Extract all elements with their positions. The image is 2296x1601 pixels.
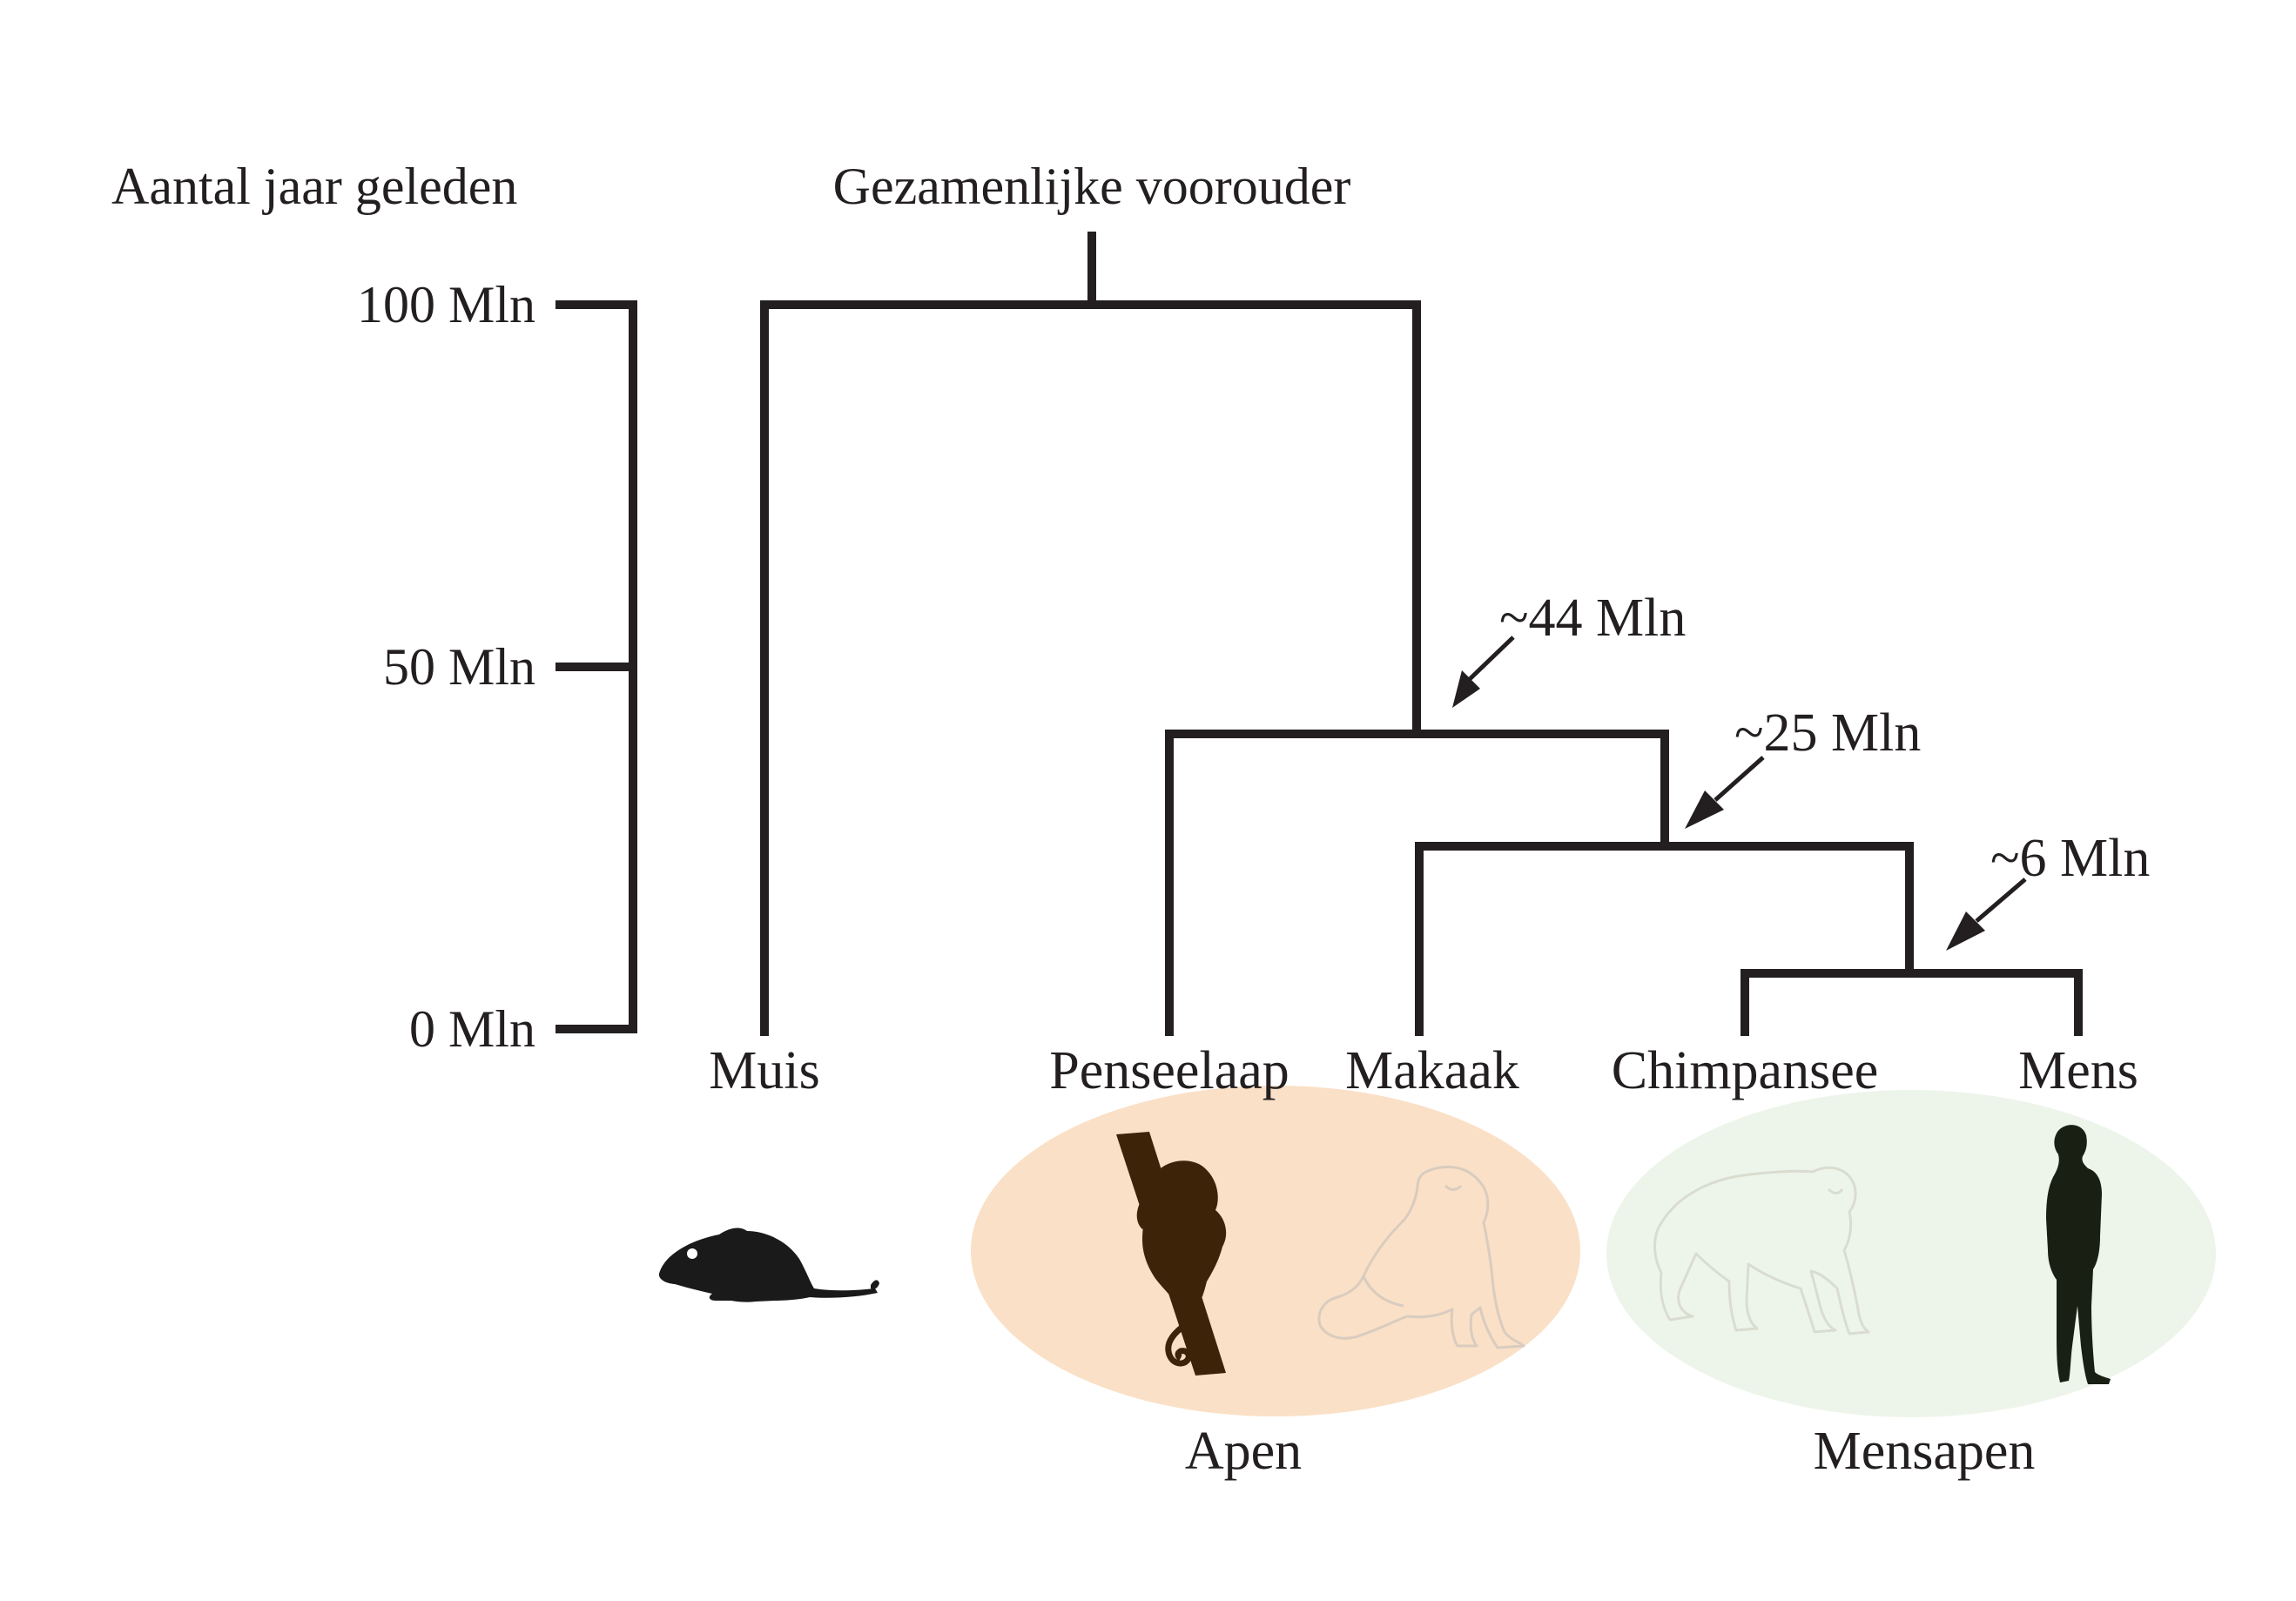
axis-title: Aantal jaar geleden: [111, 158, 517, 215]
arrow-6-icon: [1946, 911, 1985, 951]
tick-label-100: 100 Mln: [357, 276, 535, 333]
leaf-label-makaak: Makaak: [1345, 1041, 1519, 1100]
arrow-44-icon: [1452, 670, 1480, 708]
catarrhine-split: [1415, 842, 1914, 1036]
divergence-44-label: ~44 Mln: [1499, 589, 1686, 648]
primate-split: [1165, 730, 1669, 1036]
apen-group-ellipse: [971, 1086, 1580, 1416]
divergence-25-label: ~25 Mln: [1734, 703, 1921, 763]
hominin-split: [1741, 969, 2083, 1036]
leaf-label-muis: Muis: [709, 1041, 819, 1100]
mouse-icon: [658, 1228, 879, 1302]
human-icon: [2046, 1125, 2111, 1384]
leaf-label-mens: Mens: [2018, 1041, 2138, 1100]
divergence-6-marker: ~6 Mln: [1946, 829, 2150, 951]
root-label: Gezamenlijke voorouder: [833, 158, 1351, 215]
divergence-25-marker: ~25 Mln: [1685, 703, 1921, 829]
leaf-label-penseelaap: Penseelaap: [1049, 1041, 1289, 1100]
tick-label-50: 50 Mln: [383, 638, 535, 696]
tick-label-0: 0 Mln: [409, 1000, 535, 1058]
group-label-apen: Apen: [1185, 1422, 1302, 1481]
arrow-25-icon: [1685, 790, 1724, 829]
macaque-icon: [1317, 1165, 1525, 1349]
leaf-label-chimpansee: Chimpansee: [1612, 1041, 1879, 1100]
divergence-44-marker: ~44 Mln: [1452, 589, 1686, 708]
chimpanzee-icon: [1653, 1166, 1870, 1335]
group-label-mensapen: Mensapen: [1814, 1422, 2036, 1481]
divergence-6-label: ~6 Mln: [1990, 829, 2150, 888]
time-axis: Aantal jaar geleden 100 Mln 50 Mln 0 Mln: [111, 158, 637, 1058]
phylogenetic-tree: Gezamenlijke voorouder: [760, 158, 2083, 1036]
marmoset-icon: [1116, 1132, 1227, 1376]
root-split: [760, 300, 1421, 1036]
